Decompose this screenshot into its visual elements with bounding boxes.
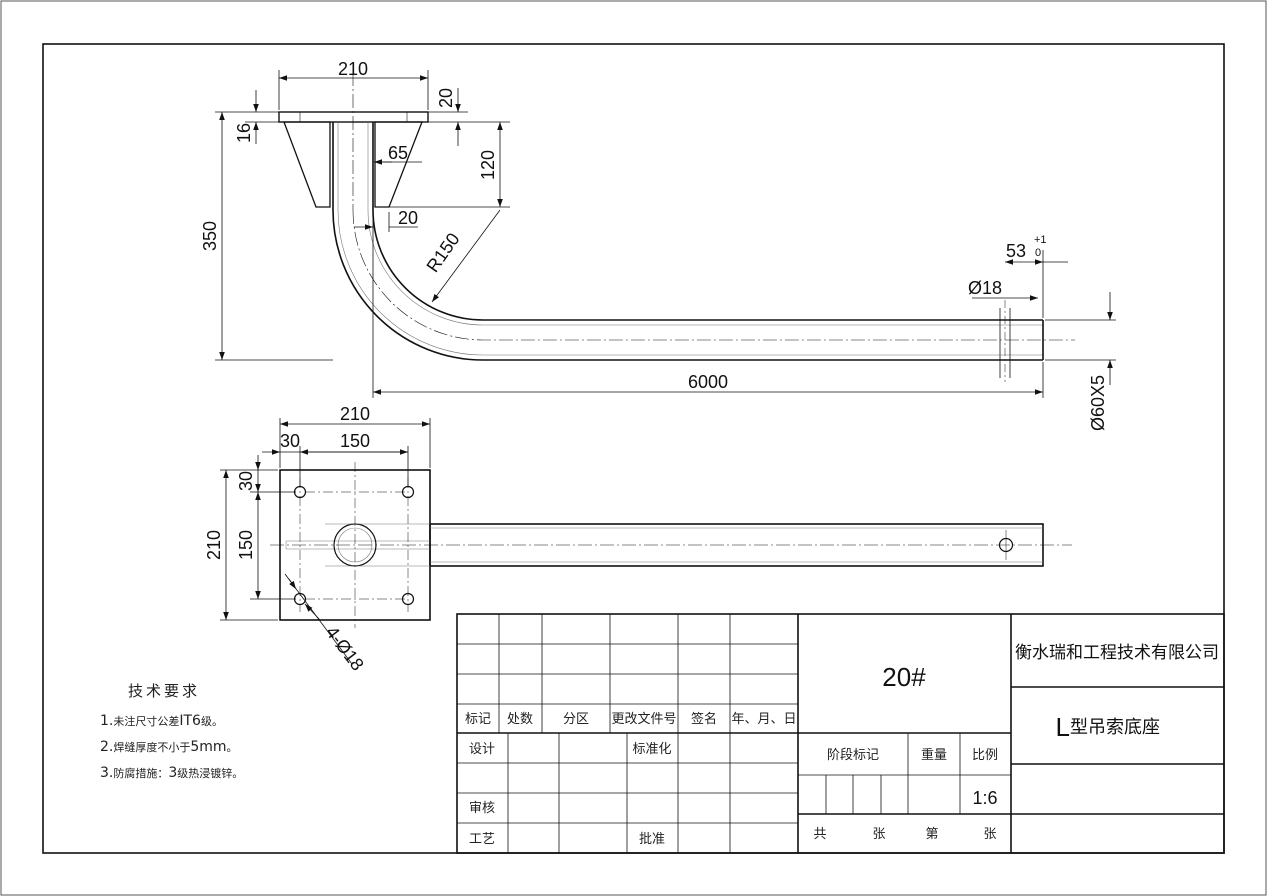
plan-view [270,462,1072,628]
scale-value: 1:6 [972,788,997,808]
company-name: 衡水瑞和工程技术有限公司 [1015,643,1219,663]
note-item: 2.焊缝厚度不小于5mm。 [100,739,430,755]
plan-view-dimensions [220,418,431,665]
label-sheet: 张 [983,827,996,842]
note-text: 未注尺寸公差 [113,715,180,728]
dim-bolt-holes: 4-Ø18 [322,622,368,674]
dim-arm-length: 6000 [688,372,728,392]
part-name: 型吊索底座 [1070,717,1160,738]
note-tail: 。 [226,741,238,754]
technical-requirements: 技术要求 1.未注尺寸公差IT6级。 2.焊缝厚度不小于5mm。 3.防腐措施：… [100,680,430,791]
material-grade: 20# [882,662,926,692]
dim-plan-hole-pitch: 150 [340,431,370,451]
label-design: 设计 [469,742,495,757]
base-plate [278,111,429,123]
note-number: 2. [100,739,114,755]
dim-plan-hole-pitch-v: 150 [236,530,256,560]
label-scale: 比例 [972,748,998,763]
dim-overall-height: 350 [200,221,220,251]
label-standardize: 标准化 [632,742,671,757]
gusset-right [374,121,423,208]
pipe-bore-inner [367,122,1043,326]
note-emphasis: 3 [168,765,178,781]
plan-view-dimension-text: 210 30 150 210 30 150 4-Ø18 [204,404,370,674]
dim-hole-offset-lower-tol: 0 [1035,247,1041,259]
label-nth: 第 [925,827,938,842]
dim-plate-width: 210 [338,59,368,79]
rev-header-zone: 分区 [563,712,589,727]
label-stage-mark: 阶段标记 [827,748,879,763]
bolt-hole-tr [401,485,415,499]
note-tail: 级热浸镀锌。 [177,767,244,780]
label-weight: 重量 [921,747,947,763]
dim-pipe-size: Ø60X5 [1088,375,1108,431]
pipe-bore-outer [337,122,1043,356]
side-view-dimension-text: 210 350 16 20 120 65 20 R150 6000 53 +1 … [200,59,1108,431]
dim-plan-hole-edge: 30 [280,431,300,451]
title-block [456,613,1225,854]
note-emphasis: 5mm [190,739,227,755]
dim-gusset-height: 120 [478,150,498,180]
label-approve: 批准 [639,832,665,847]
note-item: 1.未注尺寸公差IT6级。 [100,713,430,729]
gusset-left [283,121,331,208]
dim-gusset-offset: 20 [398,208,418,228]
note-item: 3.防腐措施：3级热浸镀锌。 [100,765,430,781]
rev-header-mark: 标记 [465,712,491,727]
dim-plate-thickness: 20 [436,88,456,108]
dim-hole-offset: 53 [1006,241,1026,261]
title-block-text: 标记 处数 分区 更改文件号 签名 年、月、日 设计 标准化 审核 工艺 批准 … [465,643,1219,847]
notes-title: 技术要求 [128,682,201,700]
note-text: 焊缝厚度不小于 [113,741,191,754]
side-view [278,72,1075,382]
dim-plan-plate-height: 210 [204,530,224,560]
dim-hole-offset-upper-tol: +1 [1034,234,1047,246]
label-sheets: 张 [872,827,885,842]
part-name-letter: L [1056,712,1070,742]
dim-plan-hole-edge-v: 30 [236,471,256,491]
pipe-outer-wall [332,122,1043,361]
rev-header-signature: 签名 [691,711,717,727]
rev-header-count: 处数 [507,712,533,727]
bolt-hole-br [401,592,415,606]
dim-bend-radius: R150 [423,229,464,276]
note-text: 防腐措施： [113,767,169,780]
dim-plan-plate-width: 210 [340,404,370,424]
side-view-dimensions [215,70,1116,398]
label-review: 审核 [469,801,495,816]
label-process: 工艺 [469,832,495,847]
dim-flange-thickness: 16 [234,123,254,143]
dim-gusset-width: 65 [388,143,408,163]
rev-header-change-doc: 更改文件号 [611,712,676,727]
rev-header-date: 年、月、日 [731,712,796,727]
pipe-inner-wall [372,122,1043,321]
note-number: 1. [100,713,114,729]
label-total: 共 [813,827,826,842]
dim-hole-diameter: Ø18 [968,278,1002,298]
pipe-centerline [352,209,1075,341]
note-number: 3. [100,765,114,781]
note-tail: 级。 [200,715,223,728]
note-emphasis: IT6 [179,713,201,729]
